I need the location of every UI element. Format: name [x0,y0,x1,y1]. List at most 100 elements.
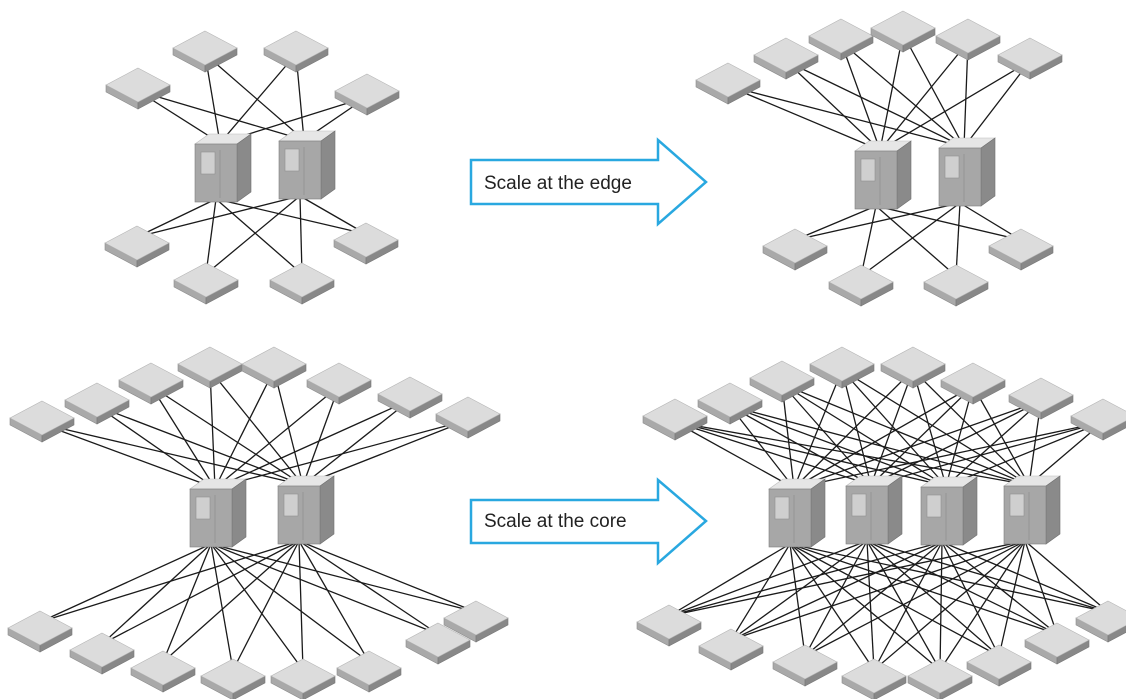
downlink-line [789,543,1109,613]
leaf-switch-top-edge-after-3 [808,18,874,61]
uplink-line [41,423,216,489]
leaf-switch-icon [377,376,443,419]
downlink-line [298,540,477,613]
downlink-line [215,198,303,275]
spine-switch-core-before-1 [189,478,247,548]
downlink-line [730,543,791,641]
uplink-line [674,421,872,486]
downlink-line [873,540,1026,671]
uplink-line [674,421,947,487]
downlink-line [730,540,868,641]
leaf-switch-bottom-edge-after-3 [923,264,989,307]
uplink-line [841,369,1030,486]
leaf-switch-bottom-edge-before-1 [104,225,170,268]
downlink-line [210,543,234,671]
downlink-line [804,540,868,657]
leaf-switch-bottom-core-after-4 [841,658,907,699]
spine-switch-icon [854,140,912,210]
leaf-switch-bottom-edge-before-2 [173,262,239,305]
downlink-line [210,543,304,671]
leaf-switch-bottom-core-before-2 [69,632,135,675]
uplink-line [137,90,305,141]
spine-switch-edge-after-1 [854,140,912,210]
leaf-switch-bottom-core-before-4 [200,658,266,699]
leaf-switch-icon [697,382,763,425]
downlink-line [789,543,1058,635]
uplink-line [674,421,795,489]
leaf-switch-bottom-core-after-5 [907,658,973,699]
leaf-switch-top-core-before-7 [377,376,443,419]
uplink-line [870,400,1042,486]
leaf-switch-icon [177,346,243,389]
uplink-line [841,369,947,487]
uplink-line [972,385,1030,486]
downlink-line [668,543,791,617]
spine-switch-edge-before-2 [278,130,336,200]
leaf-switch-icon [753,37,819,80]
leaf-switch-icon [443,600,509,643]
scale-at-core-arrow: Scale at the core [469,477,708,566]
leaf-switches [7,10,1126,699]
downlink-line [941,541,1109,613]
uplink-line [214,369,275,489]
leaf-switch-bottom-core-before-6 [336,650,402,693]
uplink-line [793,400,1042,489]
uplink-line [209,369,304,486]
leaf-switch-icon [1075,600,1126,643]
downlink-line [668,541,943,617]
leaf-switch-icon [997,37,1063,80]
downlink-line [789,543,875,671]
leaf-switch-icon [7,610,73,653]
leaf-switch-icon [9,400,75,443]
downlink-line [205,195,301,275]
spine-switch-core-after-3 [920,476,978,546]
downlink-line [866,540,1109,613]
leaf-switch-icon [104,225,170,268]
arrow-right-icon [469,477,708,566]
spine-switch-edge-after-2 [938,137,996,207]
leaf-switch-icon [405,622,471,665]
leaf-switch-icon [1070,398,1126,441]
leaf-switch-top-core-after-6 [940,362,1006,405]
downlink-line [794,205,877,241]
spine-switch-icon [278,130,336,200]
spine-switch-icon [189,478,247,548]
leaf-switch-icon [306,362,372,405]
uplink-line [879,60,1031,151]
scale-at-core-label: Scale at the core [484,511,627,532]
leaf-switch-bottom-core-before-7 [405,622,471,665]
downlink-line [794,202,961,241]
leaf-switch-icon [642,398,708,441]
uplink-line [674,421,1030,486]
uplink-line [727,85,881,151]
downlink-line [730,541,943,641]
leaf-switch-top-core-before-8 [435,396,501,439]
leaf-switch-icon [808,18,874,61]
downlink-line [1024,540,1109,613]
uplink-line [209,369,216,489]
uplink-line [204,53,305,141]
leaf-switch-top-core-before-3 [118,362,184,405]
spine-switch-core-before-2 [277,475,335,545]
leaf-switch-top-edge-before-2 [263,30,329,73]
scale-at-edge-label: Scale at the edge [484,173,632,194]
downlink-line [789,543,1000,657]
downlink-line [1024,540,1058,635]
downlink-line [959,202,1022,241]
downlink-line [298,540,439,635]
uplink-line [781,383,1030,486]
downlink-line [210,543,477,613]
downlink-line [866,540,1058,635]
downlink-line [215,198,367,235]
leaf-switch-bottom-core-before-8 [443,600,509,643]
uplink-line [729,405,795,489]
leaf-switch-icon [880,346,946,389]
leaf-switch-icon [828,264,894,307]
downlink-line [866,540,875,671]
downlink-line [866,540,1000,657]
downlink-line [101,543,212,645]
uplink-line [781,383,872,486]
leaf-switch-icon [263,30,329,73]
leaf-switch-icon [698,628,764,671]
downlink-line [875,205,957,277]
